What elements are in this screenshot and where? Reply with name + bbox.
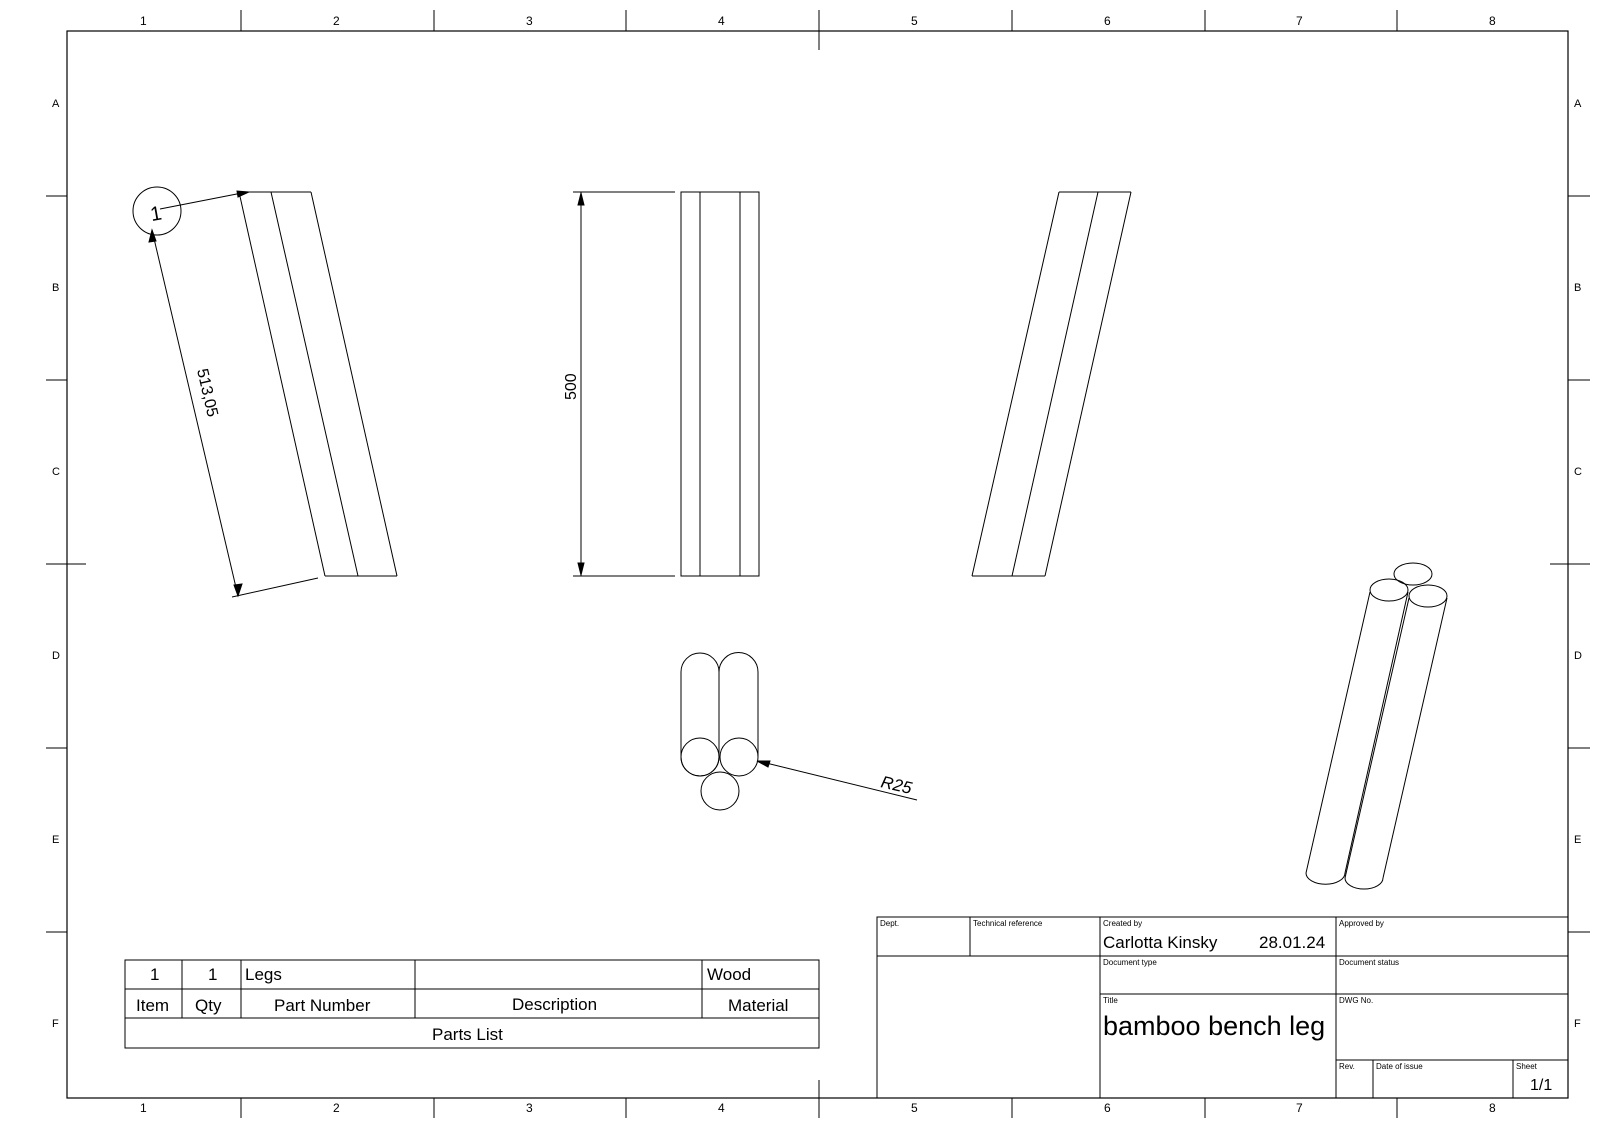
isometric-view <box>1305 562 1448 890</box>
row-label: C <box>1574 466 1582 478</box>
dimension-label-slanted: 513,05 <box>193 367 221 419</box>
title-label: Title <box>1103 996 1118 1005</box>
col-label: 5 <box>911 1101 918 1115</box>
dimension-label-height: 500 <box>563 373 580 400</box>
balloon-callout: 1 <box>132 186 251 236</box>
row-label: B <box>1574 282 1581 294</box>
rev-label: Rev. <box>1339 1062 1355 1071</box>
front-view <box>680 191 760 577</box>
column-labels-top: 1 2 3 4 5 6 7 8 <box>140 14 1496 28</box>
row-label: B <box>52 282 59 294</box>
col-label: 3 <box>526 14 533 28</box>
col-label: 3 <box>526 1101 533 1115</box>
dimension-label-radius: R25 <box>879 772 914 798</box>
row-label: F <box>1574 1018 1581 1030</box>
left-side-view <box>238 191 398 577</box>
parts-row-item: 1 <box>150 965 159 984</box>
parts-header-description: Description <box>512 995 597 1014</box>
approved-by-label: Approved by <box>1339 919 1384 928</box>
col-label: 4 <box>718 14 725 28</box>
col-label: 7 <box>1296 14 1303 28</box>
dwg-no-label: DWG No. <box>1339 996 1373 1005</box>
dept-label: Dept. <box>880 919 899 928</box>
created-by-label: Created by <box>1103 919 1142 928</box>
col-label: 2 <box>333 1101 340 1115</box>
dimension-slanted-length: 513,05 <box>148 228 319 598</box>
parts-list-caption: Parts List <box>432 1025 503 1044</box>
row-label: D <box>1574 650 1582 662</box>
inner-border <box>66 30 1569 1099</box>
row-labels-right: A B C D E F <box>1574 98 1582 1030</box>
parts-row-qty: 1 <box>208 965 217 984</box>
parts-row-part-number: Legs <box>245 965 282 984</box>
col-label: 1 <box>140 14 147 28</box>
drawing-title: bamboo bench leg <box>1103 1011 1325 1041</box>
sheet-number: 1/1 <box>1530 1077 1552 1094</box>
row-label: A <box>1574 98 1582 110</box>
title-block: Dept. Technical reference Created by App… <box>876 916 1569 1099</box>
col-label: 6 <box>1104 1101 1111 1115</box>
parts-header-item: Item <box>136 996 169 1015</box>
row-label: C <box>52 466 60 478</box>
col-label: 7 <box>1296 1101 1303 1115</box>
bottom-view <box>680 652 759 811</box>
created-date: 28.01.24 <box>1259 933 1325 952</box>
row-label: D <box>52 650 60 662</box>
col-label: 6 <box>1104 14 1111 28</box>
parts-row-material: Wood <box>707 965 751 984</box>
row-label: E <box>52 834 59 846</box>
dimension-radius: R25 <box>756 760 918 801</box>
created-by-name: Carlotta Kinsky <box>1103 933 1218 952</box>
sheet-label: Sheet <box>1516 1062 1538 1071</box>
column-labels-bottom: 1 2 3 4 5 6 7 8 <box>140 1101 1496 1115</box>
zone-ticks <box>46 10 1590 1118</box>
col-label: 5 <box>911 14 918 28</box>
col-label: 1 <box>140 1101 147 1115</box>
right-side-view <box>971 191 1132 577</box>
parts-header-qty: Qty <box>195 996 222 1015</box>
balloon-label: 1 <box>149 202 164 226</box>
date-of-issue-label: Date of issue <box>1376 1062 1423 1071</box>
row-label: A <box>52 98 60 110</box>
col-label: 2 <box>333 14 340 28</box>
dimension-height: 500 <box>563 191 675 577</box>
parts-header-part-number: Part Number <box>274 996 371 1015</box>
parts-list-table: 1 1 Legs Wood Item Qty Part Number Descr… <box>124 959 820 1049</box>
parts-header-material: Material <box>728 996 788 1015</box>
tech-ref-label: Technical reference <box>973 919 1043 928</box>
row-label: E <box>1574 834 1581 846</box>
document-type-label: Document type <box>1103 958 1157 967</box>
col-label: 8 <box>1489 1101 1496 1115</box>
row-labels-left: A B C D E F <box>52 98 60 1030</box>
document-status-label: Document status <box>1339 958 1399 967</box>
col-label: 8 <box>1489 14 1496 28</box>
col-label: 4 <box>718 1101 725 1115</box>
row-label: F <box>52 1018 59 1030</box>
